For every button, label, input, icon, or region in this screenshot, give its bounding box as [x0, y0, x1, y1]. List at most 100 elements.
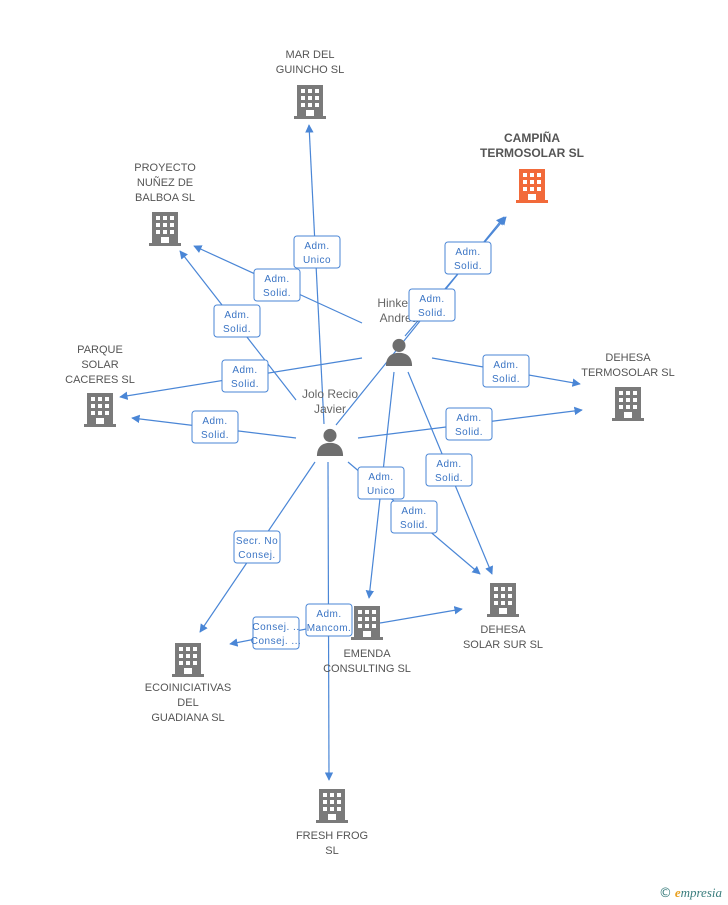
company-label: GUINCHO SL: [276, 64, 344, 76]
company-label: MAR DEL: [286, 49, 335, 61]
building-icon: [294, 85, 326, 119]
edge-label-jolo-dehesaT[interactable]: Adm. Solid.: [445, 407, 493, 441]
edge-label-text: Adm.: [436, 459, 461, 470]
building-icon: [487, 583, 519, 617]
edge-label-text: Adm.: [316, 609, 341, 620]
edge-labels-layer: Adm.UnicoAdm.Solid.Adm.Solid.Adm.Solid.A…: [191, 235, 530, 650]
edge-label-jolo-mar[interactable]: Adm. Unico: [293, 235, 341, 269]
edge-label-text: Solid.: [418, 308, 446, 319]
edge-label-hinkel-emenda[interactable]: Adm. Unico: [357, 466, 405, 500]
edge-label-box: [305, 603, 353, 637]
company-node-dehesaS[interactable]: DEHESA SOLAR SUR SL: [463, 583, 543, 651]
person-label: Javier: [314, 402, 346, 416]
edge-label-box: [444, 241, 492, 275]
company-label: NUÑEZ DE: [137, 176, 193, 189]
edge-label-text: Adm.: [368, 472, 393, 483]
edge-label-text: Adm.: [232, 365, 257, 376]
brand-initial: e: [674, 885, 681, 900]
company-node-proyecto[interactable]: PROYECTO NUÑEZ DE BALBOA SL: [134, 162, 196, 246]
company-label: DEL: [177, 697, 198, 709]
company-label: DEHESA: [605, 352, 651, 364]
edge-label-text: Solid.: [201, 430, 229, 441]
company-label: DEHESA: [480, 624, 526, 636]
edge-label-hinkel-dehesaS[interactable]: Adm. Solid.: [425, 453, 473, 487]
edge-label-text: Adm.: [401, 506, 426, 517]
edge-label-hinkel-parque[interactable]: Adm. Solid.: [221, 359, 269, 393]
building-icon: [516, 169, 548, 203]
edge-label-text: Unico: [303, 255, 331, 266]
company-node-ecoin[interactable]: ECOINICIATIVAS DEL GUADIANA SL: [145, 643, 231, 724]
edge-label-text: Solid.: [263, 288, 291, 299]
edge-label-text: Mancom.: [307, 623, 352, 634]
empresia-brand[interactable]: ©empresia: [659, 885, 722, 901]
edge-jolo-mar: [305, 124, 325, 425]
edge-label-box: [253, 268, 301, 302]
edge-label-text: Solid.: [454, 261, 482, 272]
building-icon: [316, 789, 348, 823]
company-label: PROYECTO: [134, 162, 196, 174]
company-label: TERMOSOLAR SL: [581, 367, 675, 379]
edge-emenda-dehesaS: [379, 606, 463, 624]
company-node-mar[interactable]: MAR DEL GUINCHO SL: [276, 49, 344, 119]
edge-label-text: Adm.: [455, 247, 480, 258]
edge-label-box: [213, 304, 261, 338]
company-node-fresh[interactable]: FRESH FROG SL: [296, 789, 368, 857]
edge-label-hinkel-proyecto[interactable]: Adm. Solid.: [253, 268, 301, 302]
edge-label-box: [233, 530, 281, 564]
company-label: CONSULTING SL: [323, 663, 411, 675]
building-icon: [84, 393, 116, 427]
edge-label-emenda-ecoin[interactable]: Consej. ..Consej. ...: [251, 616, 302, 650]
person-icon: [316, 428, 344, 456]
edge-label-jolo-dehesaS[interactable]: Adm. Solid.: [390, 500, 438, 534]
company-label: FRESH FROG: [296, 830, 368, 842]
company-label: ECOINICIATIVAS: [145, 682, 231, 694]
company-label: CAMPIÑA: [504, 130, 560, 145]
edge-label-text: Solid.: [231, 379, 259, 390]
edge-label-text: Solid.: [435, 473, 463, 484]
edge-label-hinkel-dehesaT[interactable]: Adm.Solid.: [482, 354, 530, 388]
company-label: TERMOSOLAR SL: [480, 146, 584, 160]
building-icon: [172, 643, 204, 677]
edge-label-text: Adm.: [264, 274, 289, 285]
edge-label-jolo-proyecto[interactable]: Adm.Solid.: [213, 304, 261, 338]
building-icon: [612, 387, 644, 421]
building-icon: [149, 212, 181, 246]
edge-label-box: [482, 354, 530, 388]
edge-label-text: Consej. ..: [252, 622, 299, 633]
edge-label-box: [252, 616, 300, 650]
company-label: GUADIANA SL: [151, 712, 224, 724]
edge-label-hinkel-campina[interactable]: Adm. Solid.: [444, 241, 492, 275]
company-label: CACERES SL: [65, 374, 135, 386]
edge-label-jolo-parque[interactable]: Adm.Solid.: [191, 410, 239, 444]
edge-label-jolo-campina[interactable]: Adm.Solid.: [408, 288, 456, 322]
edge-label-text: Solid.: [223, 324, 251, 335]
edge-label-box: [357, 466, 405, 500]
company-label: PARQUE: [77, 344, 123, 356]
edge-label-jolo-fresh[interactable]: Adm. Mancom.: [305, 603, 353, 637]
person-label: Jolo Recio: [302, 387, 358, 401]
edge-label-box: [390, 500, 438, 534]
edge-label-text: Solid.: [455, 427, 483, 438]
edge-label-box: [191, 410, 239, 444]
company-label: SL: [325, 845, 338, 857]
company-node-dehesaT[interactable]: DEHESA TERMOSOLAR SL: [581, 352, 675, 421]
edge-label-box: [221, 359, 269, 393]
brand-name: mpresia: [680, 885, 722, 900]
edge-label-text: Unico: [367, 486, 395, 497]
edge-label-text: Consej.: [238, 550, 275, 561]
edge-label-box: [445, 407, 493, 441]
edge-label-text: Adm.: [456, 413, 481, 424]
edge-label-text: Adm.: [304, 241, 329, 252]
edge-label-text: Solid.: [492, 374, 520, 385]
edge-label-box: [293, 235, 341, 269]
company-label: SOLAR SUR SL: [463, 639, 543, 651]
company-label: BALBOA SL: [135, 192, 195, 204]
edge-label-text: Solid.: [400, 520, 428, 531]
